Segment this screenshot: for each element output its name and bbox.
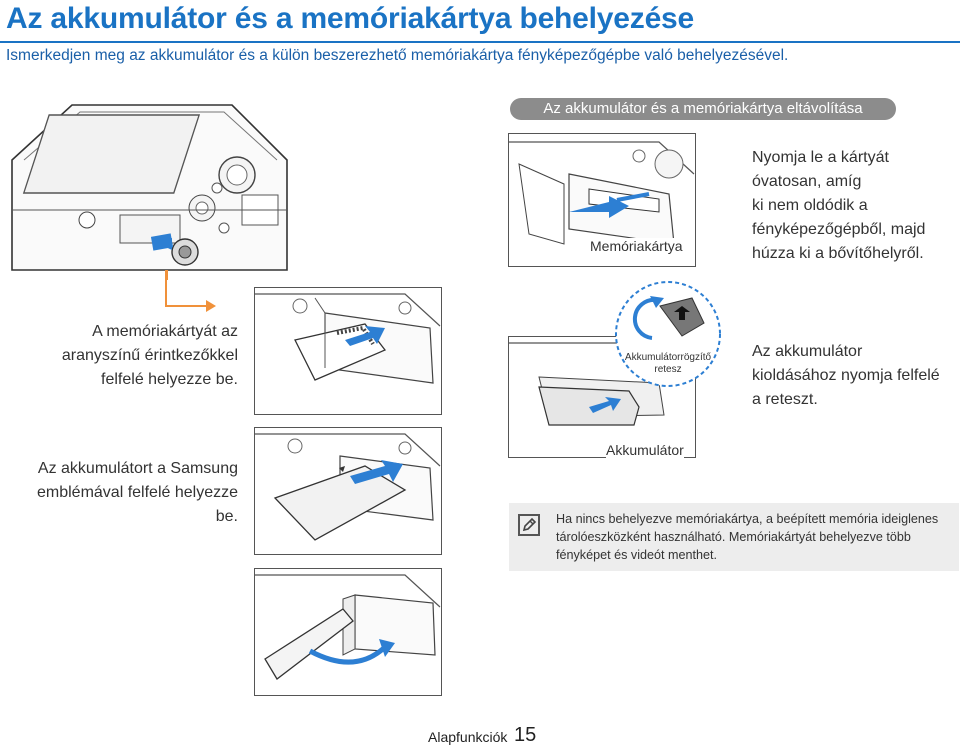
battery-insertion-illustration [254,427,442,555]
instruction-line: aranyszínű érintkezőkkel [61,347,238,364]
instruction-line: A memóriakártyát az [92,323,238,340]
instruction-line: fényképezőgépből, majd [752,221,926,238]
camera-bottom-illustration [11,104,288,280]
lock-label-line: Akkumulátorrögzítő [624,352,712,363]
instruction-line: Nyomja le a kártyát [752,149,889,166]
instruction-line: ki nem oldódik a [752,197,868,214]
instruction-line: húzza ki a bővítőhelyről. [752,245,924,262]
note-text: Ha nincs behelyezve memóriakártya, a beé… [556,512,939,562]
instruction-line: a reteszt. [752,391,818,408]
instruction-line: be. [215,508,238,525]
lock-label-line: retesz [654,364,682,375]
instruction-line: emblémával felfelé helyezze [37,484,238,501]
battery-label: Akkumulátor [606,442,684,458]
footer-section-name: Alapfunkciók [428,729,508,745]
instruction-line: Az akkumulátort a Samsung [37,460,238,477]
lock-callout-magnifier [615,281,721,387]
orange-connector-line [165,270,216,312]
memory-card-label: Memóriakártya [590,238,683,254]
card-insertion-instructions: A memóriakártyát az aranyszínű érintkező… [20,320,238,392]
title-divider [0,41,960,43]
note-pencil-icon [518,514,540,536]
instruction-line: Az akkumulátor [752,343,863,360]
removal-section-heading: Az akkumulátor és a memóriakártya eltávo… [510,98,896,120]
page-title: Az akkumulátor és a memóriakártya behely… [6,2,695,35]
instruction-line: kioldásához nyomja felfelé [752,367,940,384]
page-number: 15 [514,724,537,746]
battery-insertion-instructions: Az akkumulátort a Samsung emblémával fel… [10,457,238,529]
battery-lock-label: Akkumulátorrögzítő retesz [622,352,714,376]
card-removal-instructions: Nyomja le a kártyát óvatosan, amíg ki ne… [752,146,952,266]
instruction-line: óvatosan, amíg [752,173,862,190]
card-insertion-illustration [254,287,442,415]
note-box [509,503,959,571]
battery-lock-instructions: Az akkumulátor kioldásához nyomja felfel… [752,340,957,412]
battery-removal-illustration [508,336,696,458]
battery-door-illustration [254,568,442,696]
instruction-line: felfelé helyezze be. [101,371,238,388]
intro-text: Ismerkedjen meg az akkumulátor és a külö… [6,47,789,64]
